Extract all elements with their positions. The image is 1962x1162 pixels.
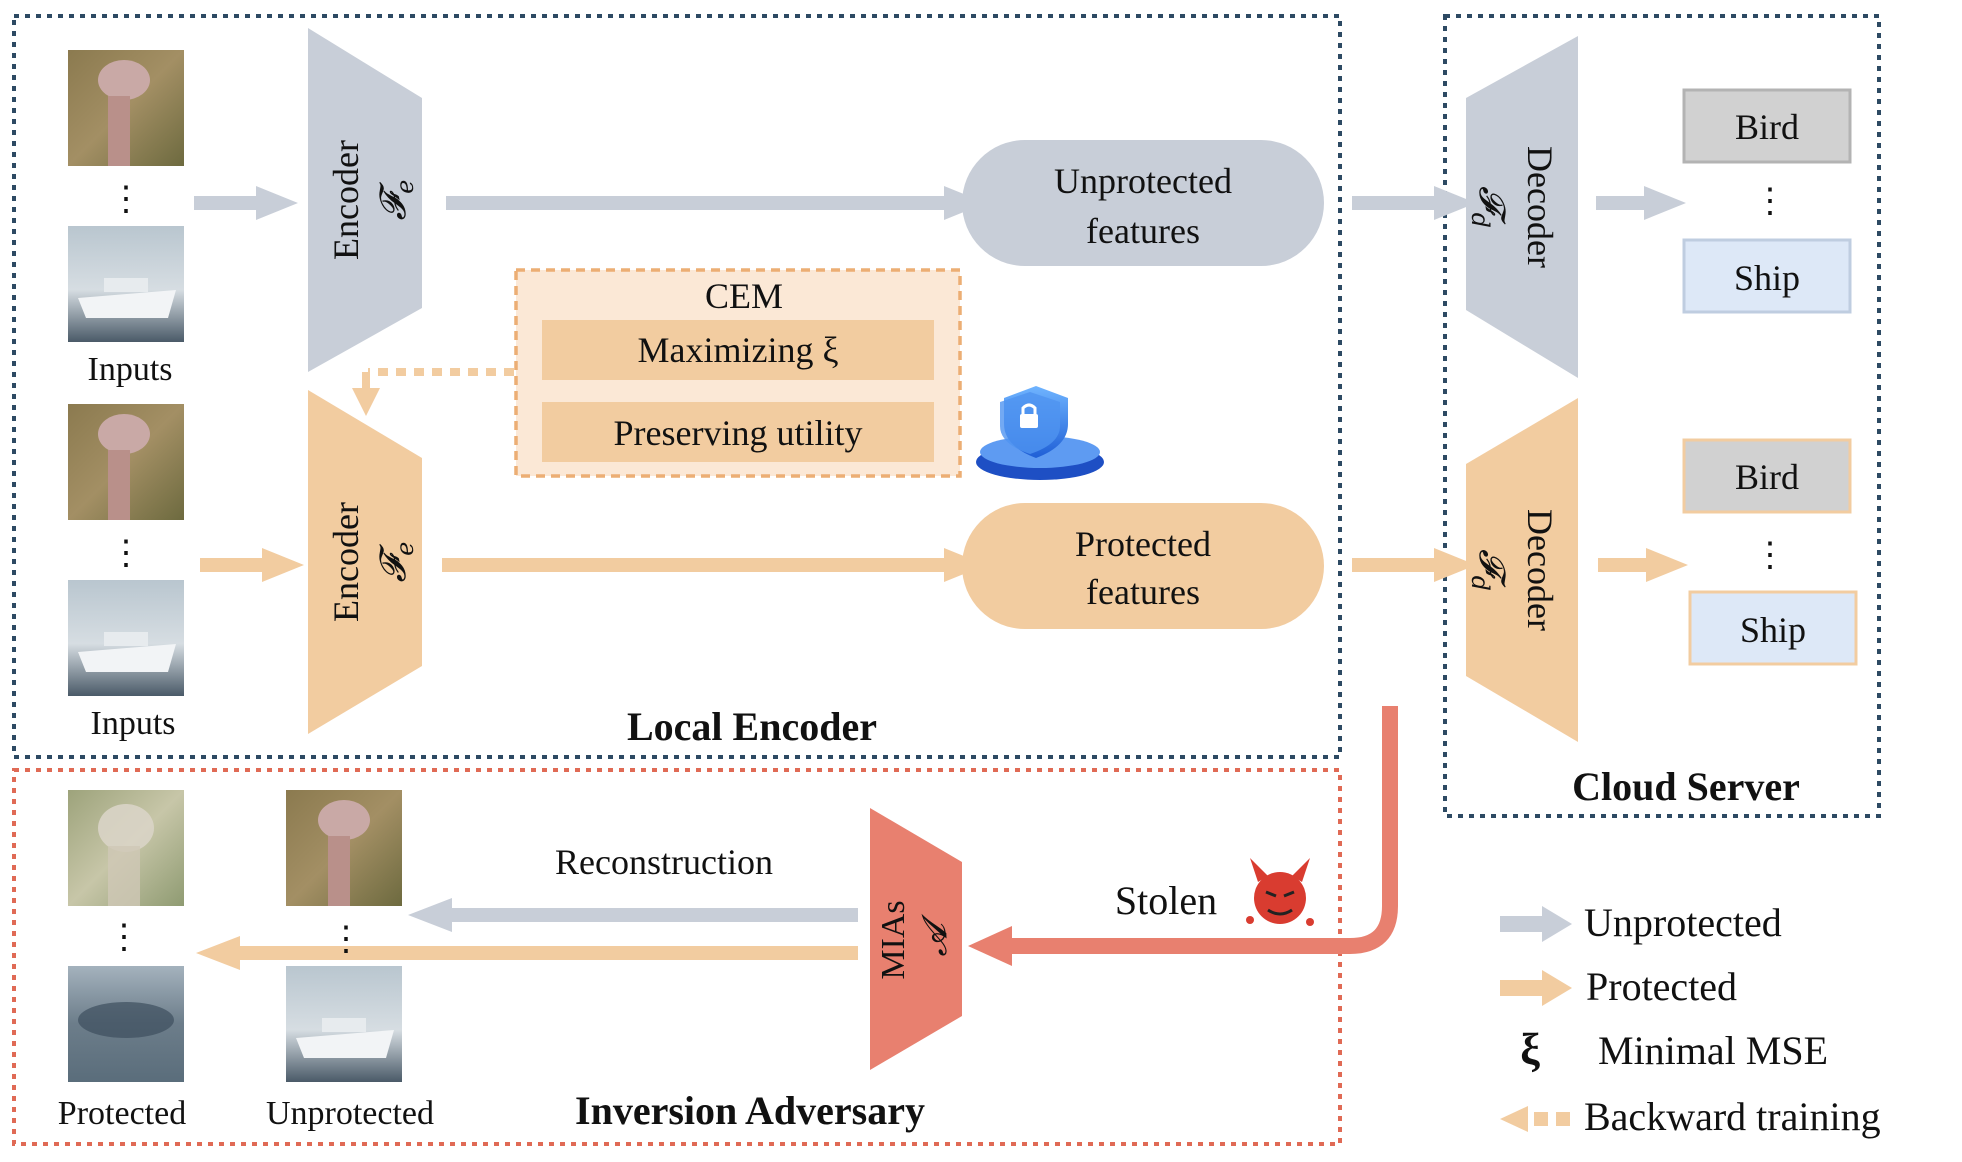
legend-backward-arrow <box>1500 1106 1570 1132</box>
legend-xi-symbol: ξ <box>1520 1025 1540 1074</box>
svg-text:Bird: Bird <box>1735 107 1799 147</box>
mias-label: MIAs <box>875 900 912 979</box>
ellipsis-classes-top: ⋮ <box>1753 183 1787 220</box>
arrow-inputs-to-encoder-bottom <box>200 548 304 582</box>
stolen-arrow <box>968 706 1398 966</box>
cloud-server-title: Cloud Server <box>1572 764 1800 809</box>
arrow-encoder-to-unprotected <box>446 186 986 220</box>
encoder-top-label: Encoder <box>326 140 366 260</box>
legend-protected-label: Protected <box>1586 964 1737 1009</box>
svg-text:Protected: Protected <box>1075 524 1211 564</box>
decoder-bottom: Decoder 𝓕d <box>1466 398 1578 742</box>
decoder-top-label: Decoder <box>1520 146 1560 268</box>
input-image-ostrich-top <box>68 50 184 166</box>
svg-text:Bird: Bird <box>1735 457 1799 497</box>
reconstructed-ship-protected <box>68 966 184 1082</box>
encoder-bottom: Encoder 𝓕e <box>308 390 422 734</box>
encoder-top: Encoder 𝓕e <box>308 28 422 372</box>
inversion-adversary-title: Inversion Adversary <box>575 1088 925 1133</box>
ellipsis-bottom-inputs: ⋮ <box>109 535 143 572</box>
arrow-inputs-to-encoder-top <box>194 186 298 220</box>
cem-title: CEM <box>705 276 783 316</box>
decoder-top: Decoder 𝓕d <box>1466 36 1578 378</box>
svg-text:Unprotected: Unprotected <box>1054 161 1232 201</box>
local-encoder-box <box>12 14 1342 759</box>
mias-attacker: MIAs 𝓐 <box>870 808 962 1070</box>
arrow-decoder-to-classes-bottom <box>1598 548 1688 582</box>
inversion-adversary-box <box>12 768 1342 1146</box>
input-image-ship-bottom <box>68 580 184 696</box>
encoder-bottom-label: Encoder <box>326 502 366 622</box>
ellipsis-top-inputs: ⋮ <box>109 181 143 218</box>
inputs-label-top: Inputs <box>88 351 173 388</box>
svg-text:features: features <box>1086 572 1200 612</box>
ellipsis-classes-bottom: ⋮ <box>1753 537 1787 574</box>
ellipsis-reconstructed-protected: ⋮ <box>107 919 141 956</box>
arrow-decoder-to-classes-top <box>1596 186 1686 220</box>
reconstructed-ostrich-unprotected <box>286 790 402 906</box>
arrow-unprotected-to-decoder <box>1352 186 1476 220</box>
unprotected-features-node: Unprotected features <box>962 140 1324 266</box>
devil-icon <box>1246 858 1314 926</box>
svg-text:features: features <box>1086 211 1200 251</box>
legend-unprotected-arrow <box>1500 906 1572 942</box>
input-image-ostrich-bottom <box>68 404 184 520</box>
reconstruction-label: Reconstruction <box>555 842 773 882</box>
class-box-ship-bottom: Ship <box>1688 590 1858 666</box>
arrow-encoder-to-protected <box>442 548 986 582</box>
arrow-protected-to-decoder <box>1352 548 1476 582</box>
reconstructed-ostrich-protected <box>68 790 184 906</box>
inputs-label-bottom: Inputs <box>91 705 176 742</box>
arrow-reconstruction-protected <box>196 936 858 970</box>
unprotected-reconstruction-label: Unprotected <box>266 1095 434 1132</box>
class-box-bird-bottom: Bird <box>1682 438 1852 514</box>
reconstructed-ship-unprotected <box>286 966 402 1082</box>
svg-text:Ship: Ship <box>1740 610 1806 650</box>
class-box-ship-top: Ship <box>1682 238 1852 314</box>
protected-reconstruction-label: Protected <box>58 1095 186 1132</box>
input-image-ship-top <box>68 226 184 342</box>
protected-features-node: Protected features <box>962 503 1324 629</box>
cem-box: CEM Maximizing ξ Preserving utility <box>514 268 962 478</box>
svg-text:Ship: Ship <box>1734 258 1800 298</box>
stolen-label: Stolen <box>1115 878 1217 923</box>
class-box-bird-top: Bird <box>1682 88 1852 164</box>
local-encoder-title: Local Encoder <box>627 704 877 749</box>
legend-backward-label: Backward training <box>1584 1094 1881 1139</box>
legend-xi-label: Minimal MSE <box>1598 1028 1828 1073</box>
legend: Unprotected Protected ξ Minimal MSE Back… <box>1500 900 1881 1139</box>
shield-lock-icon <box>976 386 1104 480</box>
backward-arrow-cem-to-encoder <box>352 368 514 416</box>
cloud-server-box <box>1443 14 1881 818</box>
cem-item-preserving: Preserving utility <box>614 413 863 453</box>
arrow-reconstruction-unprotected <box>408 898 858 932</box>
decoder-bottom-label: Decoder <box>1520 509 1560 631</box>
ellipsis-reconstructed-unprotected: ⋮ <box>329 921 363 958</box>
cem-item-maximizing: Maximizing ξ <box>637 330 838 370</box>
legend-protected-arrow <box>1500 970 1572 1006</box>
legend-unprotected-label: Unprotected <box>1584 900 1782 945</box>
